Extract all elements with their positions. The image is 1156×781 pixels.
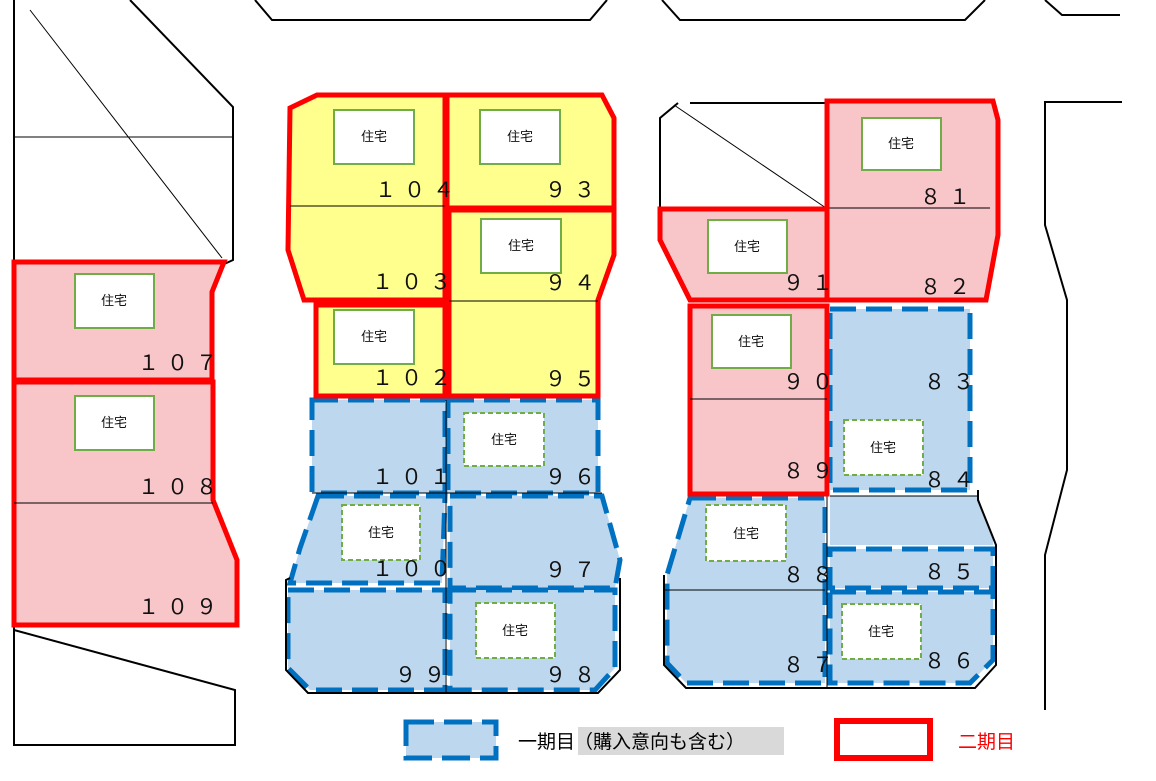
lot-number-109: １０９ — [138, 595, 225, 619]
lot-number-103: １０３ — [372, 270, 459, 294]
house-93[interactable]: 住宅 — [479, 109, 561, 165]
lot-number-97: ９７ — [545, 558, 603, 582]
legend-phase2: 二期目 — [834, 718, 1015, 761]
house-81[interactable]: 住宅 — [861, 117, 942, 171]
lot-number-107: １０７ — [138, 351, 225, 375]
house-label: 住宅 — [733, 527, 759, 542]
legend-phase2-swatch — [834, 718, 933, 761]
house-label: 住宅 — [507, 130, 533, 145]
house-90[interactable]: 住宅 — [711, 314, 792, 369]
lot-number-98: ９８ — [545, 663, 603, 687]
lot-number-101: １０１ — [372, 465, 459, 489]
house-86[interactable]: 住宅 — [841, 603, 922, 660]
house-96[interactable]: 住宅 — [463, 412, 545, 467]
lot-numbers: １０４ １０３ １０２ １０１ １００ ９９ ９３ ９４ ９５ ９６ ９７ ９８… — [138, 178, 982, 687]
lot-number-83: ８３ — [924, 370, 982, 394]
lot-number-104: １０４ — [375, 178, 462, 202]
house-label: 住宅 — [368, 526, 394, 541]
lot-number-93: ９３ — [545, 178, 603, 202]
house-label: 住宅 — [101, 294, 127, 309]
house-84[interactable]: 住宅 — [843, 419, 924, 476]
house-label: 住宅 — [870, 441, 896, 456]
lot-number-81: ８１ — [920, 185, 978, 209]
house-markers: 住宅 住宅 住宅 住宅 住宅 住宅 住宅 住宅 — [74, 109, 942, 660]
lot-number-85: ８５ — [924, 560, 982, 584]
lot-84-lower[interactable] — [830, 496, 993, 545]
legend-phase1: 一期目 （購入意向も含む） — [403, 719, 784, 761]
house-94[interactable]: 住宅 — [480, 218, 562, 274]
lot-number-108: １０８ — [138, 475, 225, 499]
house-label: 住宅 — [738, 335, 764, 350]
house-label: 住宅 — [888, 137, 914, 152]
house-label: 住宅 — [361, 330, 387, 345]
legend: 一期目 （購入意向も含む） 二期目 — [403, 718, 1015, 761]
lot-97[interactable] — [447, 493, 623, 591]
lot-number-100: １００ — [372, 557, 459, 581]
house-label: 住宅 — [508, 239, 534, 254]
lot-number-102: １０２ — [372, 366, 459, 390]
house-104[interactable]: 住宅 — [333, 109, 415, 165]
legend-phase2-label: 二期目 — [958, 731, 1015, 753]
lot-number-88: ８８ — [783, 563, 841, 587]
house-label: 住宅 — [502, 624, 528, 639]
house-107[interactable]: 住宅 — [74, 273, 155, 329]
lot-number-90: ９０ — [783, 370, 841, 394]
lot-number-82: ８２ — [920, 275, 978, 299]
lot-number-86: ８６ — [924, 649, 982, 673]
legend-phase1-swatch — [403, 719, 499, 761]
house-100[interactable]: 住宅 — [341, 504, 421, 561]
legend-phase1-note-bg — [578, 727, 784, 755]
house-label: 住宅 — [101, 416, 127, 431]
lot-99[interactable] — [285, 587, 448, 693]
house-label: 住宅 — [361, 130, 387, 145]
lot-number-89: ８９ — [783, 459, 841, 483]
house-88[interactable]: 住宅 — [705, 504, 787, 562]
block-left — [11, 259, 240, 628]
lot-number-94: ９４ — [545, 271, 603, 295]
legend-phase1-label: 一期目 — [518, 731, 575, 753]
house-102[interactable]: 住宅 — [333, 309, 415, 365]
house-label: 住宅 — [734, 240, 760, 255]
house-91[interactable]: 住宅 — [707, 219, 788, 274]
legend-phase1-note: （購入意向も含む） — [574, 731, 745, 753]
lot-number-91: ９１ — [783, 271, 841, 295]
lot-number-99: ９９ — [395, 663, 453, 687]
house-108[interactable]: 住宅 — [74, 395, 155, 451]
lot-number-95: ９５ — [545, 367, 603, 391]
lot-85[interactable] — [827, 546, 996, 591]
lot-number-87: ８７ — [783, 653, 841, 677]
house-98[interactable]: 住宅 — [475, 602, 556, 659]
lot-number-96: ９６ — [545, 465, 603, 489]
house-label: 住宅 — [868, 625, 894, 640]
lot-number-84: ８４ — [924, 468, 982, 492]
house-label: 住宅 — [491, 433, 517, 448]
